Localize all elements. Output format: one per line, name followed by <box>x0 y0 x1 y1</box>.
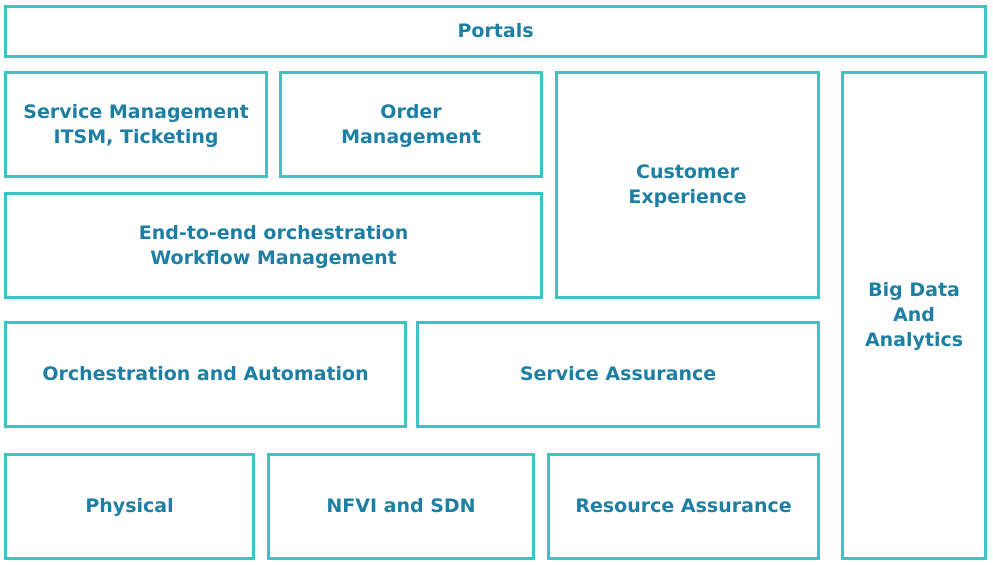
portals-box: Portals <box>4 5 987 58</box>
big-data-analytics-label: Big Data And Analytics <box>864 279 964 351</box>
orchestration-automation-label: Orchestration and Automation <box>42 363 369 385</box>
order-management-box: Order Management <box>279 71 543 178</box>
nfvi-sdn-label: NFVI and SDN <box>326 495 476 517</box>
service-management-box: Service Management ITSM, Ticketing <box>4 71 268 178</box>
big-data-analytics-box: Big Data And Analytics <box>841 71 987 560</box>
physical-label: Physical <box>85 495 174 517</box>
orchestration-automation-box: Orchestration and Automation <box>4 321 407 428</box>
resource-assurance-label: Resource Assurance <box>575 495 792 517</box>
customer-experience-box: Customer Experience <box>555 71 820 299</box>
service-management-label: Service Management ITSM, Ticketing <box>23 100 249 148</box>
service-assurance-box: Service Assurance <box>416 321 820 428</box>
order-management-label: Order Management <box>341 100 481 148</box>
physical-box: Physical <box>4 453 255 560</box>
resource-assurance-box: Resource Assurance <box>547 453 820 560</box>
nfvi-sdn-box: NFVI and SDN <box>267 453 535 560</box>
end-to-end-orchestration-box: End-to-end orchestration Workflow Manage… <box>4 192 543 299</box>
portals-label: Portals <box>457 20 534 42</box>
end-to-end-orchestration-label: End-to-end orchestration Workflow Manage… <box>138 221 409 269</box>
customer-experience-label: Customer Experience <box>628 161 747 208</box>
service-assurance-label: Service Assurance <box>519 363 717 385</box>
